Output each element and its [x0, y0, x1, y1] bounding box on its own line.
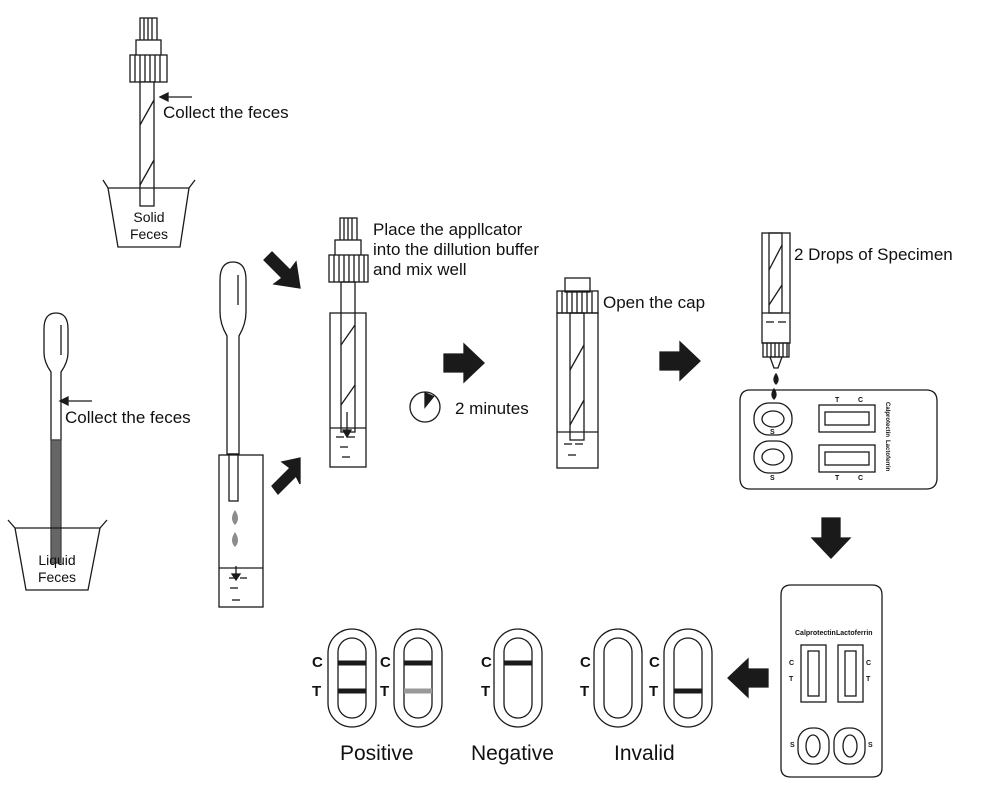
vertical-cassette-icon: [780, 584, 883, 778]
arrow-right-icon: [659, 340, 701, 382]
vcassette-s-label-2: S: [868, 742, 873, 749]
timer-icon: [409, 391, 441, 423]
strip-c-label: C: [312, 654, 323, 671]
cassette-t-label-2: T: [835, 475, 840, 482]
liquid-cup-line-1: Liquid: [38, 552, 76, 568]
invalid-strip-2-icon: [663, 628, 713, 728]
arrow-down-right-icon: [263, 251, 301, 289]
applicator-in-tube-icon: [328, 217, 369, 468]
positive-strip-2-icon: [393, 628, 443, 728]
strip-t-label: T: [380, 683, 390, 700]
arrow-up-right-icon: [271, 457, 301, 495]
vcassette-c-label-1: C: [789, 660, 795, 667]
drops-label: 2 Drops of Specimen: [794, 245, 953, 264]
strip-c-label: C: [649, 654, 660, 671]
place-applicator-line-2: into the dillution buffer: [373, 240, 540, 259]
strip-t-label: T: [580, 683, 590, 700]
solid-cup-line-2: Feces: [129, 226, 169, 242]
dropper-tube-icon: [761, 232, 791, 400]
solid-applicator-icon: [129, 17, 168, 207]
arrow-left-icon: [158, 91, 192, 103]
vcassette-test-label-1: Calprotectin: [795, 630, 836, 637]
cassette-c-label-1: C: [858, 397, 864, 404]
timer-label: 2 minutes: [455, 399, 529, 418]
cassette-c-label-2: C: [858, 475, 864, 482]
invalid-strip-1-icon: [593, 628, 643, 728]
liquid-cup-line-2: Feces: [37, 569, 77, 585]
cassette-test-label-2: Lactoferrin: [884, 440, 890, 472]
place-applicator-label: Place the appllcator into the dillution …: [373, 220, 539, 280]
cassette-s-label-1: S: [770, 429, 775, 436]
arrow-right-icon: [443, 342, 485, 384]
vcassette-c-label-2: C: [866, 660, 872, 667]
positive-strip-1-icon: [327, 628, 377, 728]
strip-c-label: C: [380, 654, 391, 671]
vcassette-t-label-1: T: [789, 676, 794, 683]
negative-strip-icon: [493, 628, 543, 728]
liquid-collect-label: Collect the feces: [65, 408, 191, 427]
solid-feces-cup-icon: [102, 179, 196, 248]
cassette-t-label-1: T: [835, 397, 840, 404]
solid-collect-label: Collect the feces: [163, 103, 289, 122]
cassette-test-label-1: Calprotectin: [884, 402, 890, 438]
liquid-pipette-icon: [43, 312, 69, 564]
horizontal-cassette-icon: [739, 389, 938, 490]
strip-t-label: T: [312, 683, 322, 700]
open-cap-label: Open the cap: [603, 293, 706, 312]
arrow-down-icon: [810, 517, 852, 559]
cassette-s-label-2: S: [770, 475, 775, 482]
vcassette-t-label-2: T: [866, 676, 871, 683]
arrow-left-icon: [58, 395, 92, 407]
buffer-tube-icon: [218, 454, 264, 608]
vcassette-s-label-1: S: [790, 742, 795, 749]
liquid-feces-cup-label: Liquid Feces: [25, 552, 89, 586]
place-applicator-line-1: Place the appllcator: [373, 220, 523, 239]
opened-tube-icon: [556, 277, 599, 469]
vcassette-test-label-2: Lactoferrin: [836, 630, 873, 637]
positive-label: Positive: [340, 742, 414, 765]
drop-icon: [232, 510, 238, 547]
strip-c-label: C: [580, 654, 591, 671]
arrow-left-icon: [727, 657, 769, 699]
strip-t-label: T: [649, 683, 659, 700]
pipette-icon: [219, 261, 247, 502]
solid-cup-line-1: Solid: [133, 209, 165, 225]
strip-c-label: C: [481, 654, 492, 671]
negative-label: Negative: [471, 742, 554, 765]
invalid-label: Invalid: [614, 742, 675, 765]
place-applicator-line-3: and mix well: [373, 260, 467, 279]
solid-feces-cup-label: Solid Feces: [118, 209, 180, 243]
liquid-feces-cup-icon: [7, 519, 108, 591]
strip-t-label: T: [481, 683, 491, 700]
